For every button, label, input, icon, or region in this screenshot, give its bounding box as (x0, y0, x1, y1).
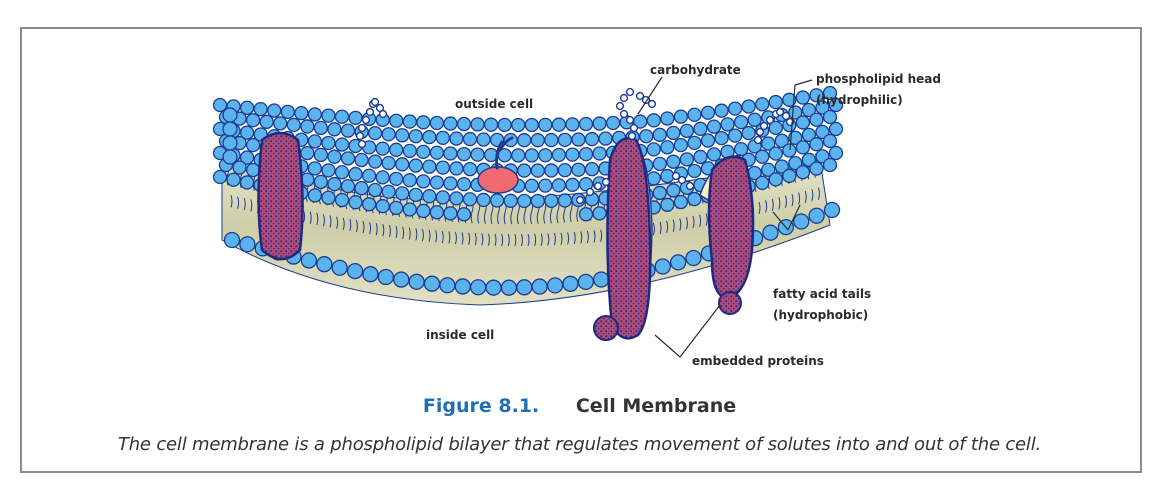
carbohydrate-chains (355, 87, 795, 205)
label-fatty-acid-tails: fatty acid tails (773, 287, 871, 301)
label-inside-cell: inside cell (426, 328, 494, 342)
label-phospholipid-head: phospholipid head (816, 72, 941, 86)
label-outside-cell: outside cell (455, 97, 533, 111)
figure-number: Figure 8.1. (422, 395, 540, 417)
left-embedded-protein (257, 131, 304, 261)
figure-caption-heading: Figure 8.1. Cell Membrane (0, 395, 1159, 417)
central-embedded-protein (593, 137, 653, 341)
label-hydrophilic: (hydrophilic) (816, 93, 903, 107)
figure-caption-text: The cell membrane is a phospholipid bila… (117, 434, 1042, 455)
label-embedded-proteins: embedded proteins (692, 354, 824, 368)
leader-lines (637, 76, 813, 358)
surface-glycoprotein (477, 136, 519, 194)
cell-membrane-diagram: outside cell inside cell carbohydrate ph… (212, 63, 941, 368)
right-embedded-protein (699, 154, 755, 315)
figure-title: Cell Membrane (575, 395, 737, 417)
label-carbohydrate: carbohydrate (650, 63, 741, 77)
label-hydrophobic: (hydrophobic) (773, 308, 868, 322)
